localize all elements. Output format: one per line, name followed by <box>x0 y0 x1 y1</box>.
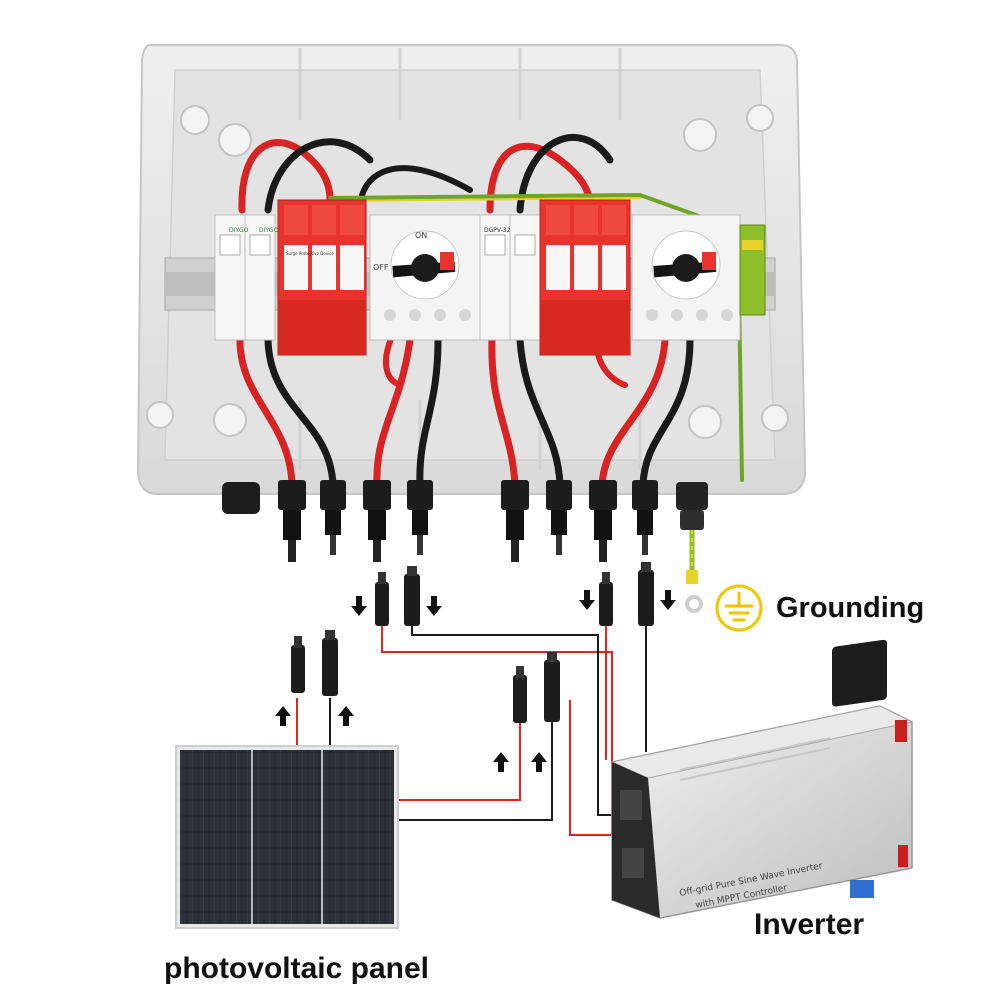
photovoltaic-panel <box>175 745 399 929</box>
dc-isolator-switch-2 <box>631 214 741 341</box>
isolator-off-text: OFF <box>373 263 389 272</box>
ground-terminal-block <box>739 224 766 316</box>
ground-icon <box>715 584 763 632</box>
mc4-connector <box>278 480 306 562</box>
ground-cable-gland <box>676 482 708 584</box>
arrow-down-icon <box>579 590 595 610</box>
mc4-connector-pair-top-left <box>375 566 420 626</box>
mc4-connector <box>546 480 572 555</box>
photovoltaic-panel-label: photovoltaic panel <box>164 952 430 985</box>
box-mc4-connectors <box>278 480 708 584</box>
mc4-connector <box>589 480 617 562</box>
breaker-brand-text: DIYGO <box>259 227 279 234</box>
arrow-down-icon <box>351 596 367 616</box>
breaker-brand-text: DIYGO <box>229 227 249 234</box>
mc4-connector-pair-top-right <box>599 562 654 626</box>
mc4-connector <box>632 480 658 555</box>
arrow-up-icon <box>493 752 509 772</box>
arrow-up-icon <box>531 752 547 772</box>
dc-isolator-switch-1: ON OFF <box>369 214 481 341</box>
inverter-label: Inverter <box>754 908 865 941</box>
ring-terminal-icon <box>685 595 703 613</box>
arrow-up-icon <box>338 706 354 726</box>
arrow-down-icon <box>660 590 676 610</box>
spd-label-text: Surge Protective Device <box>286 251 334 256</box>
mc4-connector <box>501 480 529 562</box>
surge-protector-1: Surge Protective Device <box>277 199 367 356</box>
isolator-on-text: ON <box>415 231 427 240</box>
mc4-connector <box>407 480 433 555</box>
internal-wiring <box>236 133 744 489</box>
surge-protector-2 <box>539 199 631 356</box>
dc-breaker-2: DGPV-32 <box>479 214 541 341</box>
inverter: Off-grid Pure Sine Wave Inverter with MP… <box>610 639 914 919</box>
dc-breaker-1: DIYGO DIYGO <box>214 214 279 341</box>
arrow-up-icon <box>275 706 291 726</box>
mc4-connector <box>363 480 391 562</box>
mc4-connector-pair-panel <box>291 630 338 696</box>
mc4-connector-pair-middle <box>513 652 560 723</box>
breaker-model-text: DGPV-32 <box>484 227 511 234</box>
grounding-label: Grounding <box>776 592 925 624</box>
mc4-connector <box>320 480 346 555</box>
arrow-down-icon <box>426 596 442 616</box>
